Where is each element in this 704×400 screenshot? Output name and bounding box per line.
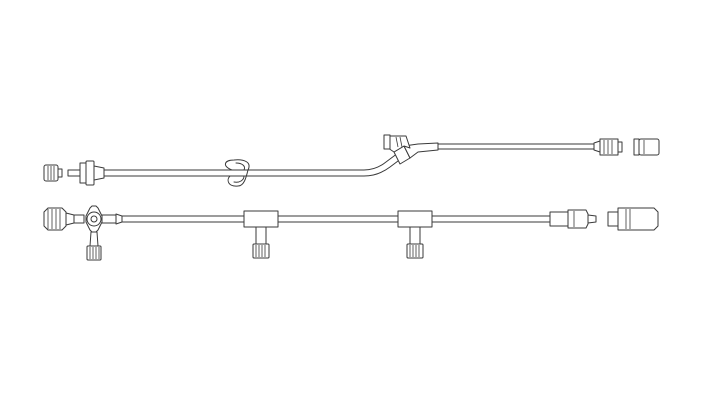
upper-left-cap bbox=[43, 164, 63, 182]
upper-y-connector bbox=[383, 134, 439, 165]
lower-stopcock bbox=[73, 205, 123, 261]
lower-rotating-luer-lock bbox=[43, 207, 75, 231]
upper-slide-clamp bbox=[225, 159, 250, 187]
upper-branch-tubing bbox=[437, 143, 595, 150]
upper-female-luer-connector bbox=[593, 138, 623, 156]
upper-male-luer-connector bbox=[67, 160, 105, 186]
lower-male-luer-connector bbox=[549, 209, 597, 229]
upper-tubing bbox=[103, 152, 403, 177]
lower-extension-set bbox=[43, 205, 659, 261]
upper-extension-set bbox=[43, 134, 660, 187]
lower-vented-cap bbox=[607, 207, 659, 231]
upper-right-cap bbox=[633, 138, 660, 156]
lower-tubing bbox=[121, 215, 551, 223]
lower-t-port-injection-site-1 bbox=[243, 210, 279, 259]
lower-t-port-injection-site-2 bbox=[397, 210, 433, 259]
